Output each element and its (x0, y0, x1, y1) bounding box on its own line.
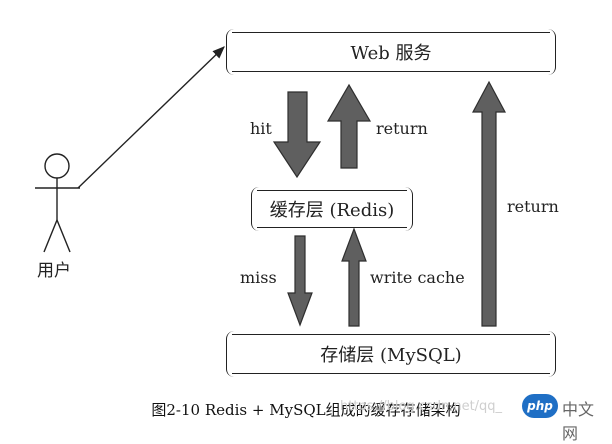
architecture-diagram (35, 46, 506, 327)
return-label-cache: return (376, 119, 428, 138)
miss-arrow (287, 235, 313, 327)
user-label: 用户 (37, 261, 71, 281)
user-request-arrow (77, 46, 225, 189)
brace-right (547, 331, 556, 377)
miss-label: miss (240, 268, 277, 287)
brace-left (251, 187, 260, 231)
web-service-box: Web 服务 (226, 29, 556, 75)
cache-layer-box: 缓存层 (Redis) (251, 187, 413, 231)
hit-label: hit (250, 119, 272, 138)
storage-layer-box: 存储层 (MySQL) (226, 331, 556, 377)
return-arrow-storage (472, 80, 506, 327)
brace-left (226, 331, 235, 377)
hit-arrow (272, 91, 322, 179)
return-arrow-cache (326, 83, 372, 169)
write-cache-arrow (341, 227, 367, 327)
brace-right (404, 187, 413, 231)
write-cache-label: write cache (370, 268, 465, 287)
brace-right (547, 29, 556, 75)
cache-layer-label: 缓存层 (Redis) (269, 200, 395, 221)
site-logo: php 中文网 (522, 394, 608, 443)
storage-layer-label: 存储层 (MySQL) (320, 345, 462, 366)
return-label-storage: return (507, 197, 559, 216)
user-head (44, 153, 70, 179)
web-service-label: Web 服务 (350, 43, 432, 64)
figure-caption: 图2-10 Redis + MySQL组成的缓存存储架构 (151, 401, 461, 419)
logo-badge: php (522, 394, 558, 418)
logo-text: 中文网 (562, 400, 595, 443)
user-figure (35, 153, 80, 253)
brace-left (226, 29, 235, 75)
watermark-url: https://blog.csdn.net/qq_ (340, 399, 503, 414)
